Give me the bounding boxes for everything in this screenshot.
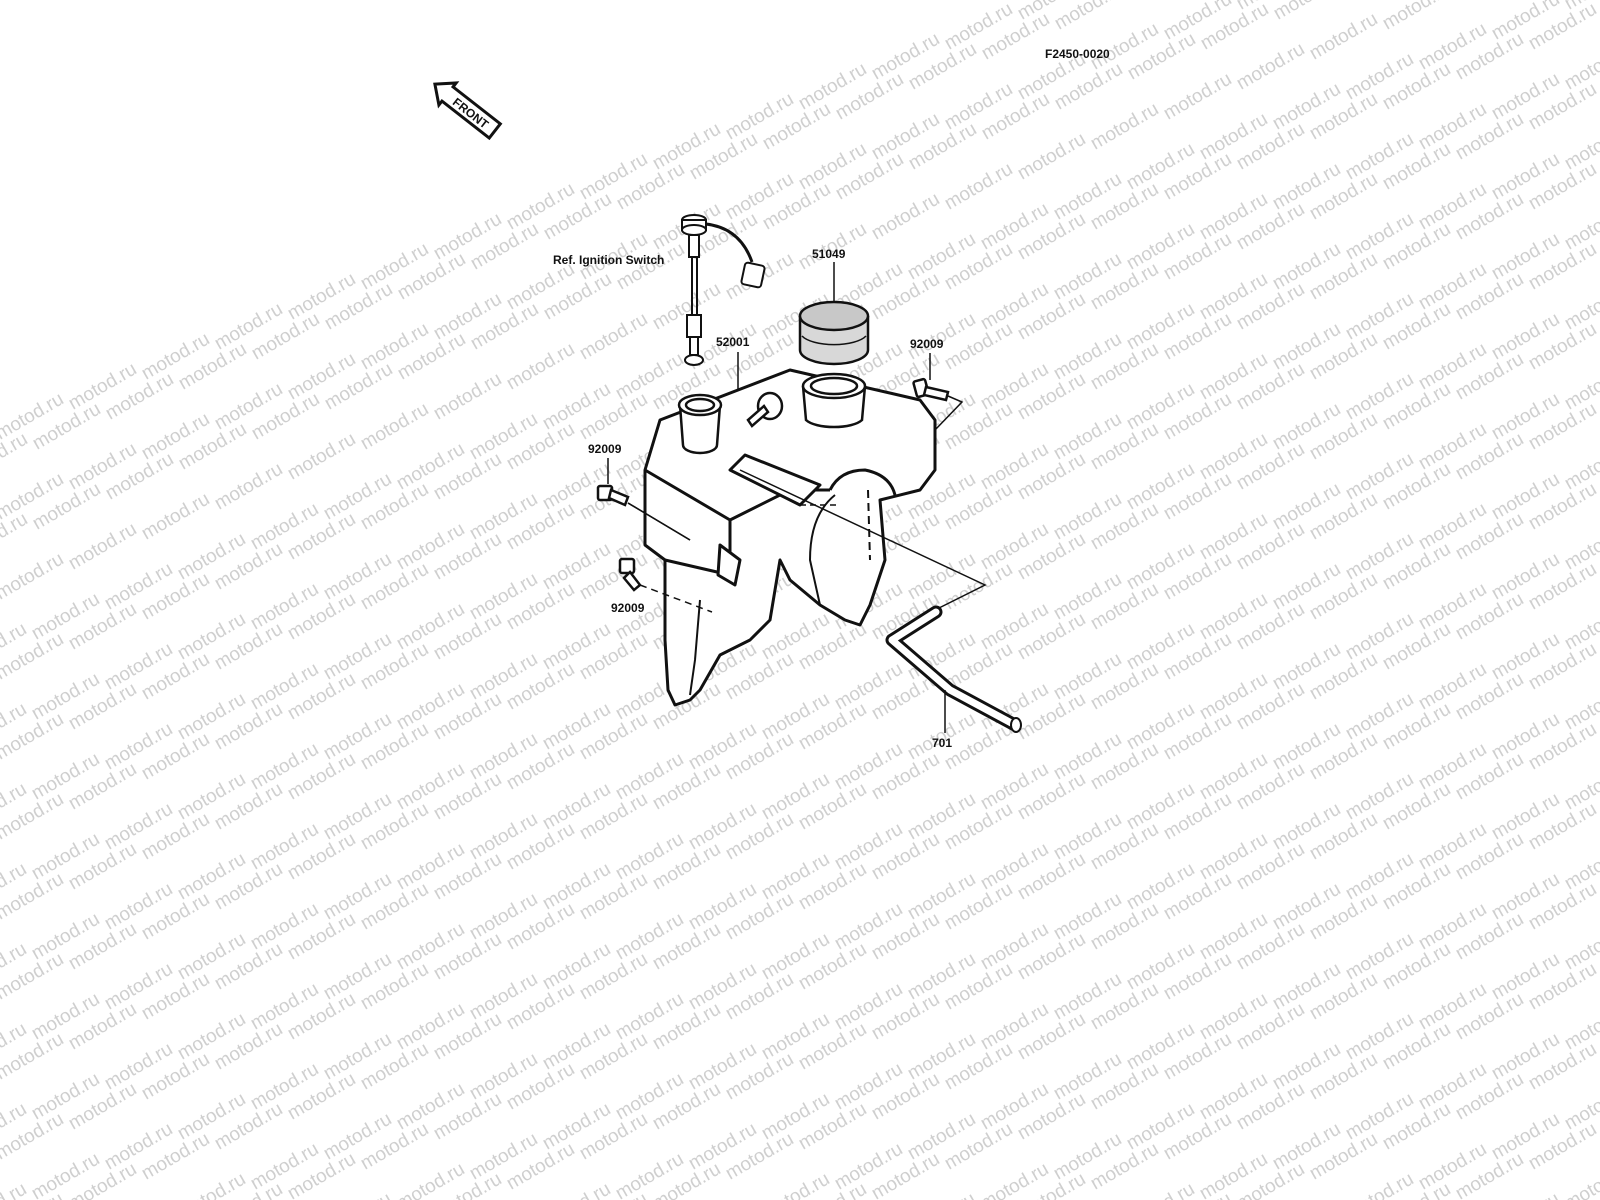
part-number-51049: 51049 (812, 247, 846, 261)
bolt-right-part (912, 377, 964, 431)
leader-extra (627, 502, 691, 541)
part-number-52001: 52001 (716, 335, 750, 349)
tank-filler-neck (801, 372, 867, 429)
tank-fitting (746, 391, 784, 428)
bolt-left-lower-leader (639, 584, 713, 613)
bolt-left-upper-part (596, 484, 630, 507)
bolt-left-lower-part (618, 557, 642, 592)
hose-part (885, 605, 1022, 733)
filter-part (798, 300, 870, 366)
part-number-92009-left-lower: 92009 (611, 601, 645, 615)
ref-ignition-switch-label: Ref. Ignition Switch (553, 253, 664, 267)
part-number-701: 701 (932, 736, 952, 750)
part-number-92009-right: 92009 (910, 337, 944, 351)
diagram-code: F2450-0020 (1045, 47, 1110, 61)
hose-connection-leader (739, 469, 987, 616)
tank-neck-left (677, 393, 723, 455)
level-sensor-part (681, 214, 766, 366)
front-arrow-icon: FRONT (433, 81, 503, 141)
part-number-92009-left-upper: 92009 (588, 442, 622, 456)
oil-tank-part (643, 368, 937, 707)
